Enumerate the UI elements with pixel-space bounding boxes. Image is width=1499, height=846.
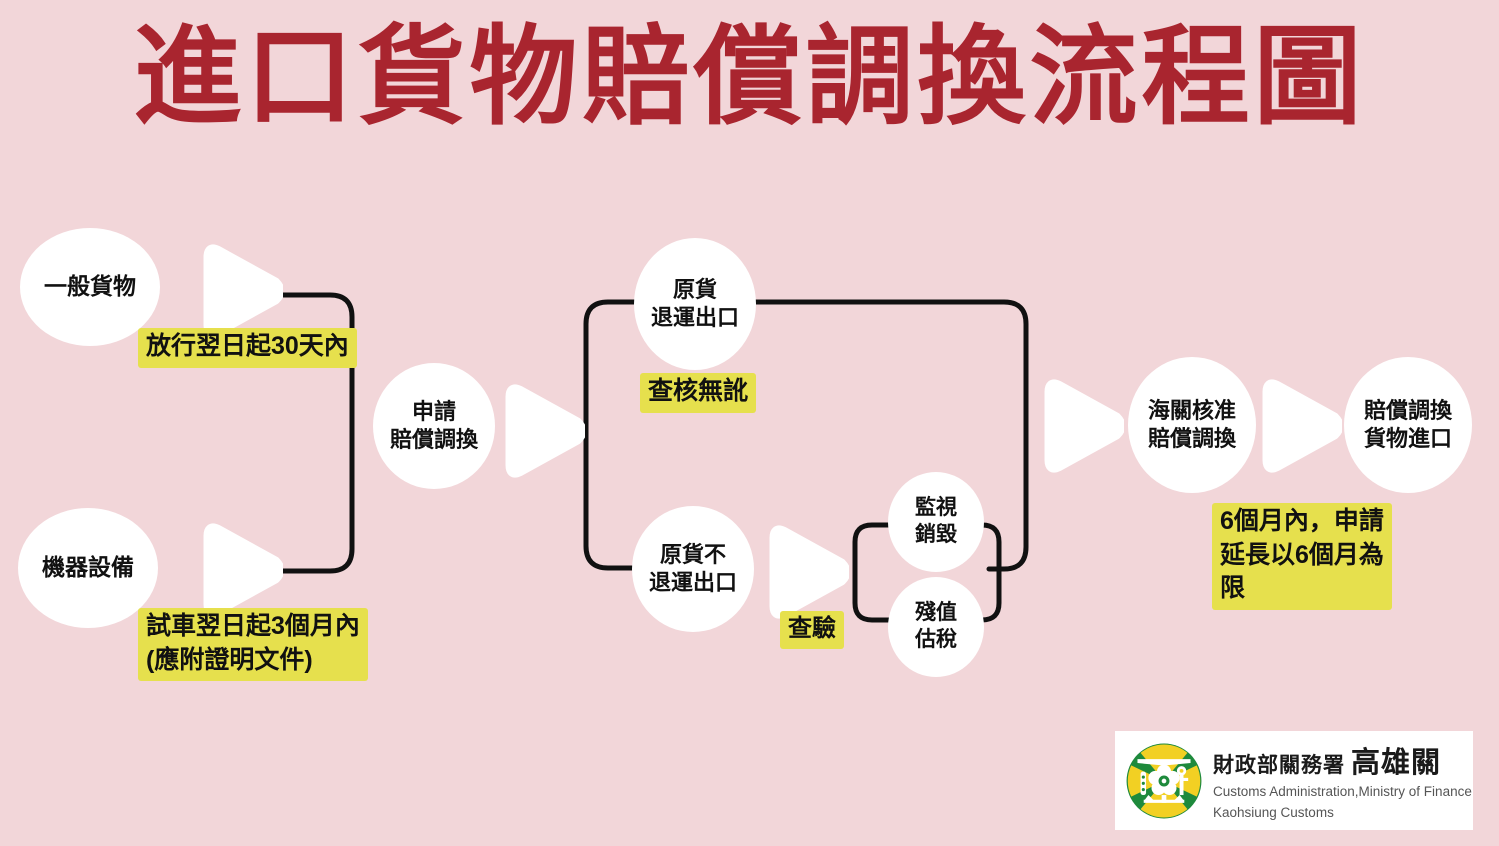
node-label-line: 機器設備 xyxy=(42,554,134,581)
node-label-line: 貨物進口 xyxy=(1363,426,1452,451)
highlight-line: 限 xyxy=(1220,574,1246,602)
highlight-line: 延長以6個月為 xyxy=(1220,540,1384,569)
node-label-line: 銷毀 xyxy=(915,523,957,546)
logo-chinese-name: 財政部關務署 高雄關 xyxy=(1213,739,1472,781)
arrow-machinery-equipment xyxy=(203,523,283,617)
highlight-line: 查驗 xyxy=(788,615,836,642)
node-label-line: 海關核准 xyxy=(1147,397,1236,423)
node-label-line: 賠償調換 xyxy=(1147,426,1236,451)
highlight-within-30-days: 放行翌日起30天內 xyxy=(138,328,357,368)
logo-agency-name: 財政部關務署 xyxy=(1213,753,1345,778)
logo-text-block: 財政部關務署 高雄關 Customs Administration,Minist… xyxy=(1213,739,1472,821)
logo-english-line-1: Customs Administration,Ministry of Finan… xyxy=(1213,784,1472,800)
arrow-replacement-import xyxy=(1262,379,1342,473)
arrow-apply-compensation xyxy=(505,384,585,478)
node-label-line: 一般貨物 xyxy=(44,273,136,300)
page-title: 進口貨物賠償調換流程圖 xyxy=(133,15,1366,140)
customs-logo: 財政部關務署 高雄關 Customs Administration,Minist… xyxy=(1115,731,1473,830)
highlight-inspection-ok: 查核無訛 xyxy=(640,373,757,413)
highlight-line: 6個月內，申請 xyxy=(1220,507,1384,535)
node-label-line: 殘值 xyxy=(915,601,957,625)
arrow-customs-approval xyxy=(1044,379,1124,473)
node-customs-approval[interactable]: 海關核准 賠償調換 xyxy=(1128,357,1256,493)
highlight-within-6-months: 6個月內，申請 延長以6個月為 限 xyxy=(1212,503,1392,610)
node-label-line: 退運出口 xyxy=(650,305,739,330)
arrow-general-goods xyxy=(203,244,283,338)
node-salvage-valuation[interactable]: 殘值 估稅 xyxy=(888,577,984,677)
node-label-line: 估稅 xyxy=(915,628,957,651)
highlight-line: 查核無訛 xyxy=(648,377,749,405)
logo-english-line-2: Kaohsiung Customs xyxy=(1213,804,1334,820)
node-label-line: 原貨不 xyxy=(659,541,726,567)
highlight-line: 放行翌日起30天內 xyxy=(146,332,349,360)
node-machinery-equipment[interactable]: 機器設備 xyxy=(18,508,158,628)
node-label-line: 賠償調換 xyxy=(1363,397,1452,423)
node-apply-compensation[interactable]: 申請 賠償調換 xyxy=(373,363,495,489)
arrow-no-reexport xyxy=(769,525,849,619)
node-supervised-destroy[interactable]: 監視 銷毀 xyxy=(888,472,984,572)
node-label-line: 原貨 xyxy=(672,276,717,302)
node-label-line: 退運出口 xyxy=(648,570,737,595)
highlight-line: 試車翌日起3個月內 xyxy=(146,612,360,640)
node-label-line: 申請 xyxy=(411,398,456,424)
highlight-inspection: 查驗 xyxy=(780,611,844,650)
node-original-no-reexport[interactable]: 原貨不 退運出口 xyxy=(632,506,754,632)
node-label-line: 監視 xyxy=(915,496,957,520)
node-original-reexport[interactable]: 原貨 退運出口 xyxy=(634,238,756,370)
highlight-within-3-months: 試車翌日起3個月內 (應附證明文件) xyxy=(138,608,368,681)
node-label-line: 賠償調換 xyxy=(389,427,478,452)
logo-branch-name: 高雄關 xyxy=(1351,745,1442,780)
node-replacement-import[interactable]: 賠償調換 貨物進口 xyxy=(1344,357,1472,493)
customs-emblem-icon xyxy=(1126,743,1202,818)
node-general-goods[interactable]: 一般貨物 xyxy=(20,228,160,346)
highlight-line: (應附證明文件) xyxy=(146,645,313,674)
